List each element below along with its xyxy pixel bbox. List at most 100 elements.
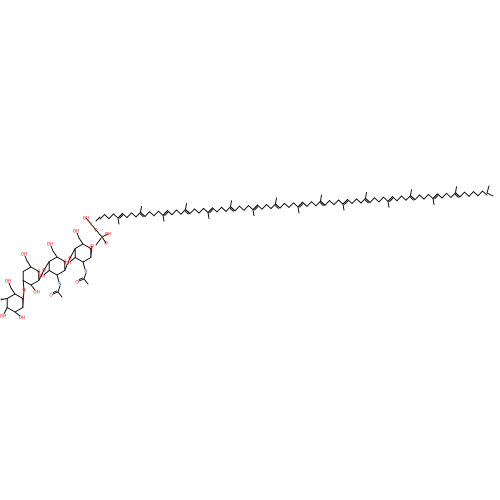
isoprenoid-chain-bond [306,201,312,207]
double-bond [342,199,348,205]
ch2-bond [52,250,58,258]
methyl-branch [455,186,457,194]
isoprenoid-chain-bond [108,213,114,220]
anomeric-oxygen: O [90,244,94,249]
isoprenoid-chain-bond [383,196,389,202]
glcnac-ring-2 [56,256,66,262]
secondary-hydroxyl: OH [19,315,25,320]
mannose-ring-1 [22,266,32,272]
methyl-branch [365,191,367,199]
secondary-hydroxyl: OH [33,290,39,295]
glycosidic-bond [64,257,71,271]
isoprenoid-chain-bond [284,202,290,208]
methyl-branch [387,200,390,208]
ch2-bond [78,237,84,245]
c-n-bond [82,261,86,270]
glycosidic-bond [22,280,25,291]
isoprenoid-chain-bond [122,212,128,218]
isoprenoid-chain-bond [428,193,434,199]
ring-oxygen: O [37,269,41,274]
mannose-ring-2 [6,293,16,299]
double-bond-inner [184,210,189,215]
isoprenoid-chain-bond [329,200,335,206]
double-bond-inner [454,193,459,198]
double-bond [387,196,393,202]
double-bond [455,192,461,198]
double-bond-inner [344,200,349,205]
bond [101,233,109,238]
methyl-branch [342,203,345,211]
bond [85,217,92,225]
isoprenoid-chain-bond [126,212,132,218]
isoprenoid-chain-bond [104,214,110,220]
c-n-bond [56,274,60,283]
double-bond [365,197,371,203]
isoprenoid-chain-bond [333,199,339,206]
isoprenoid-chain-bond [194,208,200,214]
isoprenoid-chain-bond [324,200,330,206]
phosphate-hydroxyl: OH [105,232,111,237]
isoprenoid-chain-bond [338,199,344,205]
glycosidic-oxygen: O [22,288,26,293]
ring-oxygen: O [89,246,93,251]
double-bond [297,201,303,208]
isoprenoid-chain-bond [414,194,420,201]
methyl-branch [140,205,142,213]
isoprenoid-chain-bond [374,197,380,203]
mannose-ring-1 [30,266,40,272]
double-bond-inner [209,209,214,214]
isoprenoid-chain-bond [198,207,204,214]
ch2-oh-bond [8,282,12,289]
glycosidic-bond [38,269,45,281]
methyl-branch [162,214,165,222]
isoprenoid-chain-bond [203,207,209,213]
isoprenoid-chain-bond [221,206,227,212]
glcnac-ring-2 [56,270,66,276]
double-bond [252,204,258,211]
isoprenoid-chain-bond [351,198,357,205]
ring-oxygen: O [21,296,25,301]
isoprenoid-chain-bond [131,212,137,218]
isoprenoid-chain-bond [396,195,402,202]
isoprenoid-chain-bond [405,195,411,201]
primary-hydroxyl: OH [47,242,53,247]
double-bond-inner [254,206,259,211]
isoprenoid-chain-bond [441,192,447,199]
methyl-branch [230,200,232,208]
ring-oxygen: O [63,259,67,264]
mannose-ring-2 [6,307,16,313]
double-bond-inner [139,213,144,218]
double-bond [140,211,146,217]
isoprenoid-chain-bond [270,203,276,210]
mannose-ring-1 [30,280,40,286]
isoprenoid-chain-bond [99,214,105,220]
double-bond [185,209,191,215]
methyl-branch [252,209,255,217]
bond-layer [0,185,494,317]
isoprenoid-chain-bond [464,191,470,197]
glcnac-ring-1 [74,243,84,249]
double-bond-inner [409,196,414,201]
isoprenoid-chain-bond [225,206,231,212]
acetyl-methyl [83,278,89,285]
phosphorus-atom-2: P [101,235,104,240]
isoprenoid-chain-bond [248,205,254,211]
primary-hydroxyl: OH [5,279,11,284]
amide-bond [83,272,87,280]
terminal-methyl [486,192,494,197]
double-bond [207,207,213,213]
glcnac-ring-1 [74,257,84,263]
double-bond-inner [434,195,439,200]
isoprenoid-chain-bond [401,195,407,201]
anomeric-bond [90,245,93,258]
double-bond-inner [319,202,324,207]
isoprenoid-chain-bond [288,202,294,208]
ch2-bond [26,260,32,268]
bond [101,236,107,244]
terminal-methyl [486,185,490,194]
phosphate-hydroxyl: OH [83,216,89,221]
isoprenoid-chain-bond [437,193,443,199]
glcnac-ring-2 [48,256,58,262]
double-bond [230,206,236,212]
mannose-ring-1 [22,280,32,286]
